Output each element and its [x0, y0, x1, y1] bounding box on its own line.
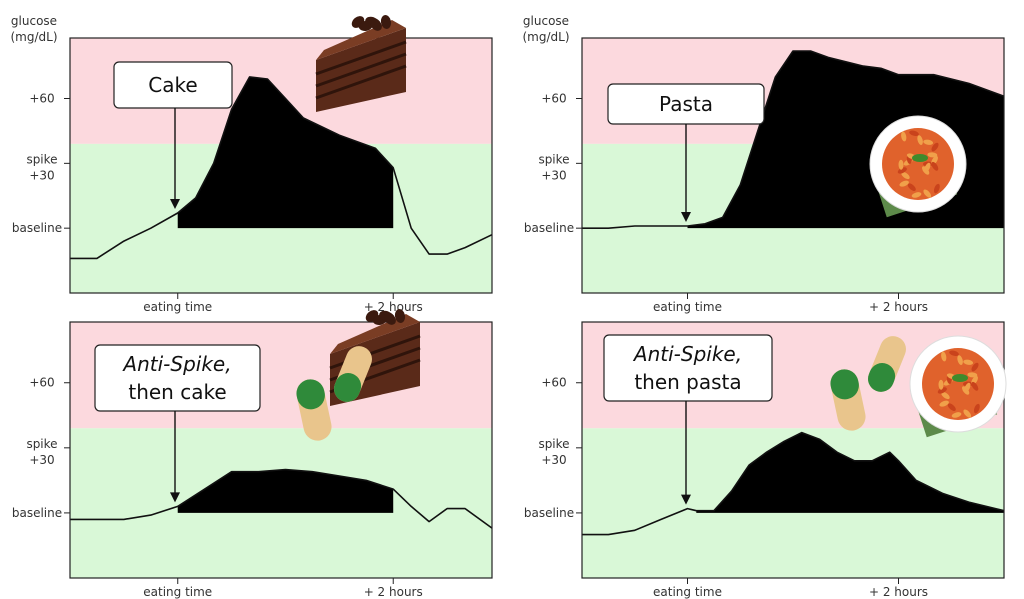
pasta-plate-icon [869, 115, 967, 218]
callout-label: Pasta [659, 92, 713, 116]
glucose-spike-area [696, 432, 1004, 513]
callout-label: Anti-Spike, [632, 342, 742, 366]
chart-panel-bottom-left: +60 +30 spike baseline eating time + 2 hours A… [12, 309, 493, 599]
y-tick-label: spike [26, 437, 57, 451]
x-tick-label: eating time [143, 300, 212, 314]
x-tick-label: + 2 hours [364, 300, 423, 314]
panel-frame [69, 37, 493, 294]
glucose-spike-area [177, 469, 394, 513]
y-tick-label: +60 [29, 376, 54, 390]
glucose-curve [70, 76, 493, 260]
panel-frame [581, 321, 1005, 579]
x-tick-label: eating time [653, 585, 722, 599]
y-tick-label: +30 [541, 168, 566, 182]
y-tick-label: +60 [541, 376, 566, 390]
x-tick-label: + 2 hours [869, 585, 928, 599]
callout-label: Cake [148, 73, 197, 97]
x-tick-label: eating time [143, 585, 212, 599]
callout-box [94, 344, 261, 412]
glucose-curve [70, 468, 493, 529]
y-tick-label: spike [538, 437, 569, 451]
callout-label: Anti-Spike, [121, 352, 231, 376]
y-tick-label: +30 [541, 453, 566, 467]
glucose-curve [582, 431, 1005, 536]
y-tick-label: baseline [12, 221, 62, 235]
callout-box [603, 334, 773, 402]
y-tick-label: +30 [29, 168, 54, 182]
panel-frame [581, 37, 1005, 294]
y-tick-label: +60 [541, 92, 566, 106]
chart-panel-bottom-right: +60 +30 spike baseline eating time + 2 hours A… [524, 321, 1007, 599]
x-tick-label: + 2 hours [869, 300, 928, 314]
y-tick-label: spike [538, 152, 569, 166]
glucose-curve [582, 50, 1005, 229]
y-axis-title: glucose [11, 14, 57, 28]
y-tick-label: +30 [29, 453, 54, 467]
chart-panel-top-right: +60 +30 spike baseline eating time + 2 hours P… [524, 37, 1005, 314]
arrow-head-icon [681, 212, 691, 223]
cake-slice-icon [315, 15, 407, 112]
panel-frame [69, 321, 493, 579]
y-axis-title: (mg/dL) [522, 30, 569, 44]
callout-label: then pasta [634, 370, 741, 394]
anti-spike-pills-icon [830, 336, 906, 431]
x-tick-label: + 2 hours [364, 585, 423, 599]
y-tick-label: baseline [12, 506, 62, 520]
arrow-head-icon [170, 199, 180, 210]
chart-panel-top-left: +60 +30 spike baseline eating time + 2 hours C… [12, 15, 493, 314]
arrow-head-icon [170, 492, 180, 503]
y-tick-label: +60 [29, 92, 54, 106]
y-tick-label: baseline [524, 506, 574, 520]
y-tick-label: spike [26, 152, 57, 166]
callout-label: then cake [128, 380, 226, 404]
arrow-head-icon [681, 494, 691, 505]
y-axis-title: glucose [523, 14, 569, 28]
glucose-spike-area [177, 76, 394, 229]
y-axis-title: (mg/dL) [10, 30, 57, 44]
pasta-plate-icon [909, 335, 1007, 438]
anti-spike-pills-icon [296, 346, 372, 441]
x-tick-label: eating time [653, 300, 722, 314]
callout-box [113, 61, 233, 109]
y-tick-label: baseline [524, 221, 574, 235]
